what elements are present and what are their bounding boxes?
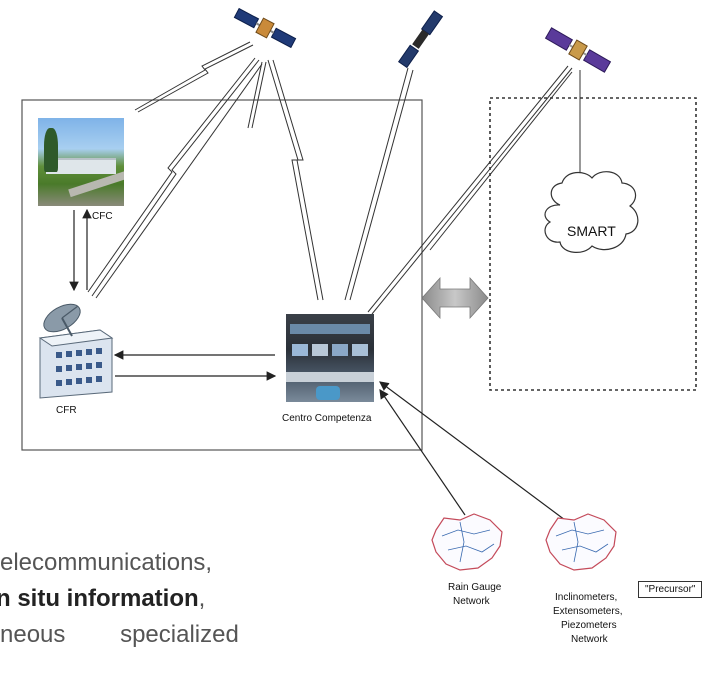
bottom-text-bold: n situ information: [0, 585, 199, 612]
inclinometers-label-line3: Piezometers: [561, 620, 617, 631]
bottom-text-line1-text: elecommunications,: [0, 549, 213, 576]
bottom-text-line3a: neous: [0, 621, 66, 648]
bottom-text-line2-tail: ,: [198, 585, 206, 612]
bottom-text-line1: elecommunications,: [0, 549, 212, 577]
satellite-icon: [544, 27, 612, 73]
bottom-text-line3b: specialized: [120, 621, 239, 648]
cfc-label: CFC: [92, 211, 113, 222]
smart-dashed-box: [489, 97, 697, 391]
inclinometers-label-line2: Extensometers,: [553, 606, 623, 617]
satellite-icon: [398, 10, 444, 69]
centro-competenza-photo: [286, 314, 374, 402]
precursor-label: "Precursor": [638, 581, 703, 598]
satellite-dish-icon: [43, 303, 81, 337]
centro-competenza-label: Centro Competenza: [282, 413, 372, 424]
cfc-photo: [38, 118, 124, 206]
double-arrow-icon: [421, 276, 489, 320]
rain-gauge-label-line1: Rain Gauge: [448, 582, 502, 593]
map-icon: [545, 513, 617, 571]
satellite-icon: [233, 7, 297, 49]
rain-gauge-arrow: [379, 389, 466, 516]
inclinometers-label-line4: Network: [571, 634, 608, 645]
map-icon: [431, 513, 503, 571]
satellite-links: [87, 41, 581, 315]
building-icon: [38, 329, 114, 399]
bottom-text-line2: n situ information,: [0, 585, 205, 613]
inclinometers-label-line1: Inclinometers,: [555, 592, 618, 603]
bottom-text-line3: neous specialized: [0, 621, 239, 649]
cloud-icon: [544, 171, 639, 253]
cfr-label: CFR: [56, 405, 77, 416]
rain-gauge-label-line2: Network: [453, 596, 490, 607]
smart-label: SMART: [567, 223, 616, 239]
inclinometer-arrow: [379, 381, 566, 521]
